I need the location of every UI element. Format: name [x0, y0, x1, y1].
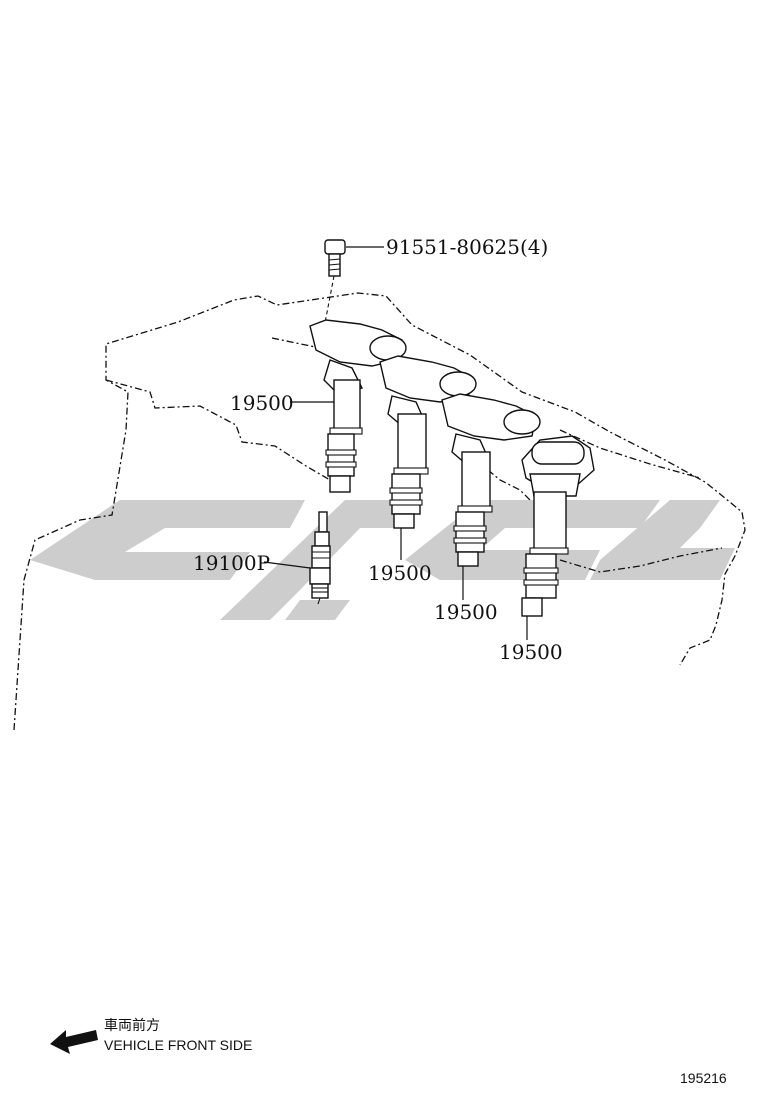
ignition-coil-2: [379, 355, 477, 529]
vehicle-front-indicator: 車両前方 VEHICLE FRONT SIDE: [50, 1017, 252, 1054]
direction-label-en: VEHICLE FRONT SIDE: [104, 1037, 252, 1053]
watermark-logo: [30, 500, 735, 620]
leader-lines: [263, 246, 528, 640]
bolt-91551: [323, 239, 346, 329]
callout-coil-3: 19500: [434, 600, 498, 624]
ignition-coil-4: [521, 435, 595, 617]
callout-bolt-91551: 91551-80625(4): [386, 235, 548, 259]
callout-coil-2: 19500: [368, 561, 432, 585]
callout-spark-plug: 19100P: [193, 551, 270, 575]
direction-label-jp: 車両前方: [104, 1017, 160, 1033]
callout-coil-1: 19500: [230, 391, 294, 415]
engine-head-outline: [13, 292, 746, 731]
ignition-coil-1: [309, 319, 407, 493]
diagram-code: 195216: [680, 1070, 727, 1086]
ignition-coil-3: [441, 393, 541, 567]
callout-coil-4: 19500: [499, 640, 563, 664]
spark-plug-19100p: [309, 511, 331, 605]
arrow-left-icon: [50, 1030, 98, 1054]
